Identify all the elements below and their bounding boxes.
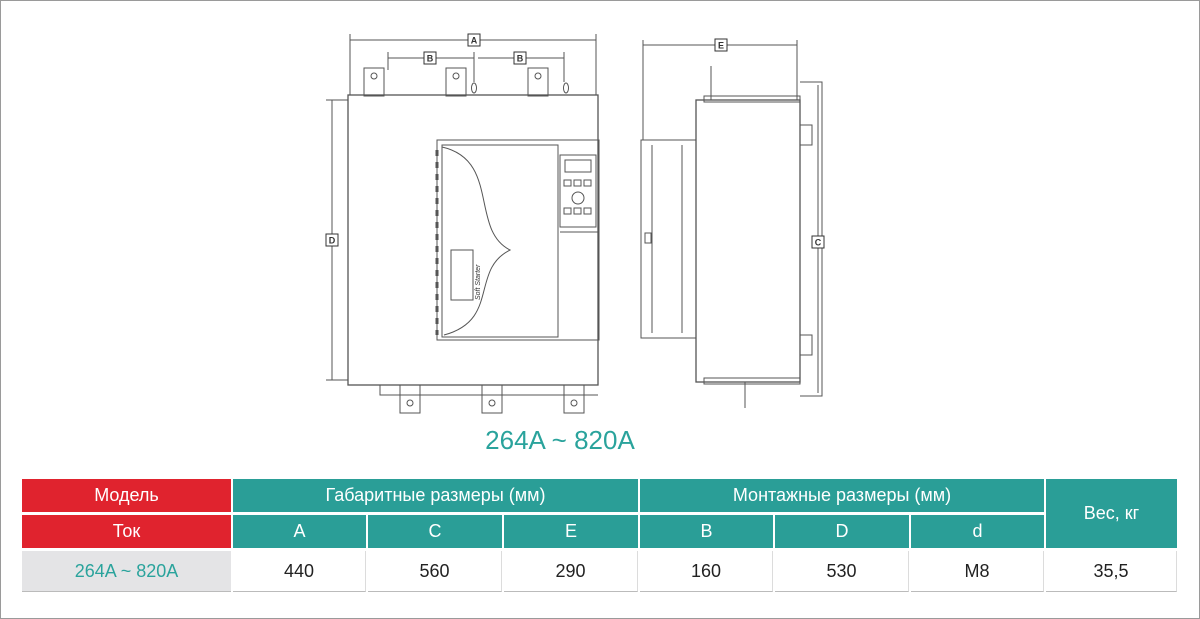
header-dd: d <box>911 515 1044 548</box>
cell-a: 440 <box>233 551 366 592</box>
header-a: A <box>233 515 366 548</box>
header-b: B <box>640 515 773 548</box>
model-caption: 264A ~ 820A <box>485 425 635 455</box>
label-a: A <box>471 36 478 46</box>
header-c: C <box>368 515 502 548</box>
label-b2: B <box>517 54 524 64</box>
label-e: E <box>718 41 724 51</box>
front-view <box>326 34 600 414</box>
cell-dd: M8 <box>911 551 1044 592</box>
header-model: Модель <box>22 479 231 512</box>
header-current: Ток <box>22 515 231 548</box>
dimension-drawing: A B B E D C Soft Starter <box>325 33 825 414</box>
spec-table: Модель Габаритные размеры (мм) Монтажные… <box>20 476 1179 595</box>
label-c: C <box>815 238 822 248</box>
cell-e: 290 <box>504 551 638 592</box>
dimension-labels: A B B E D C Soft Starter <box>325 33 825 300</box>
cell-c: 560 <box>368 551 502 592</box>
header-e: E <box>504 515 638 548</box>
cell-current: 264A ~ 820A <box>22 551 231 592</box>
header-row-1: Модель Габаритные размеры (мм) Монтажные… <box>22 479 1177 548</box>
label-d: D <box>329 236 336 246</box>
brand-text: Soft Starter <box>475 264 482 300</box>
header-mount-dims: Монтажные размеры (мм) <box>640 479 1044 512</box>
table-row: 264A ~ 820A 440 560 290 160 530 M8 35,5 <box>22 551 1177 592</box>
header-weight: Вес, кг <box>1046 479 1177 548</box>
cell-weight: 35,5 <box>1046 551 1177 592</box>
header-overall-dims: Габаритные размеры (мм) <box>233 479 638 512</box>
cell-d: 530 <box>775 551 909 592</box>
side-view <box>640 40 823 408</box>
header-row-2: Ток A C E B D d <box>22 515 1177 548</box>
header-d: D <box>775 515 909 548</box>
cell-b: 160 <box>640 551 773 592</box>
label-b1: B <box>427 54 434 64</box>
